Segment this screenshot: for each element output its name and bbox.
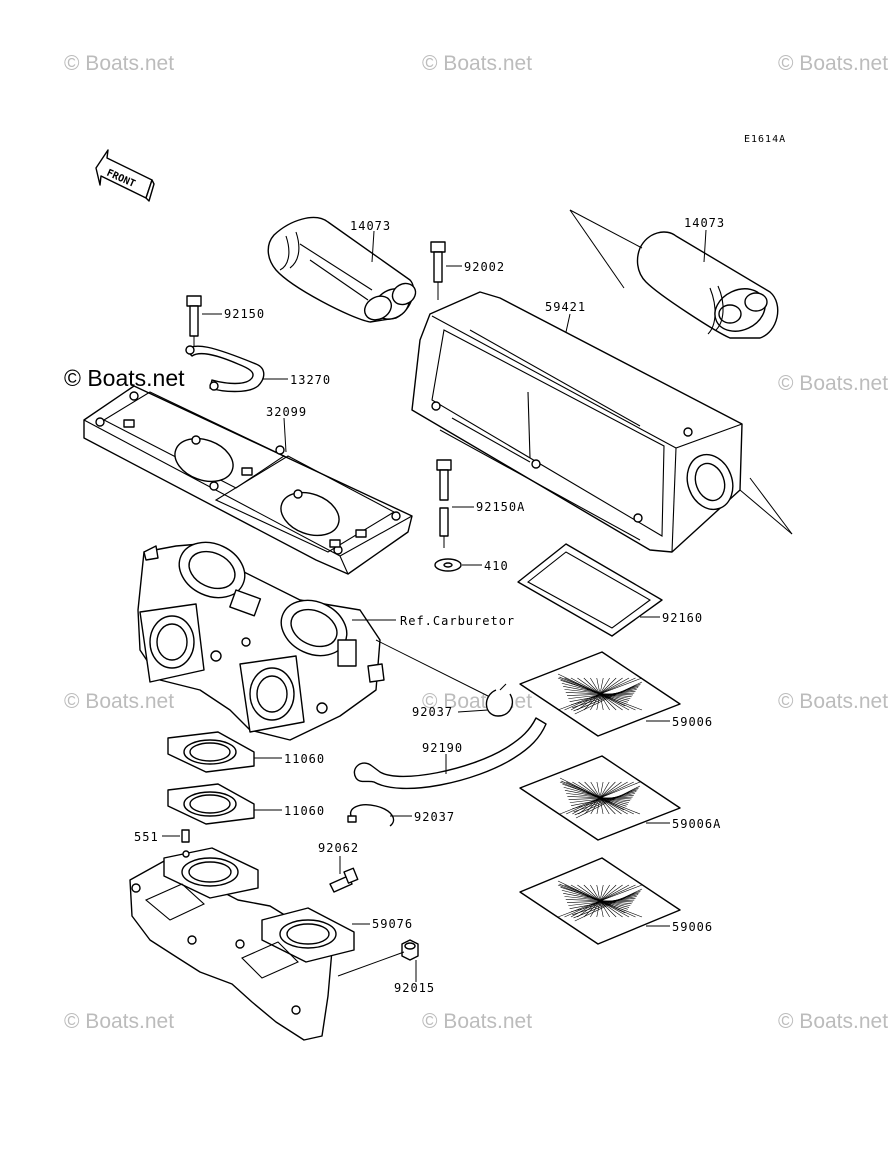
mesh-line: [561, 889, 630, 908]
part-label-59006: 59006: [672, 920, 713, 934]
mesh-line: [569, 794, 634, 803]
mesh-line: [574, 787, 639, 816]
nut-92015: [401, 939, 419, 961]
watermark: © Boats.net: [64, 1010, 174, 1033]
mesh-line: [574, 888, 643, 922]
watermark: © Boats.net: [778, 1010, 888, 1033]
mesh-line: [557, 884, 643, 918]
part-label-59006: 59006: [672, 715, 713, 729]
mesh-line: [564, 790, 629, 803]
air-box-cover: [411, 291, 743, 553]
part-label-92062: 92062: [318, 841, 359, 855]
watermark: © Boats.net: [778, 52, 888, 75]
carburetor-assembly: [137, 541, 385, 741]
part-label-92002: 92002: [464, 260, 505, 274]
mesh-line: [575, 785, 641, 819]
front-arrow-icon: FRONT: [95, 149, 155, 202]
watermark: © Boats.net: [422, 1010, 532, 1033]
mesh-line: [573, 683, 641, 712]
part-label-92150: 92150: [224, 307, 265, 321]
pin-551: [181, 829, 190, 843]
manifold-59076: [129, 847, 355, 1041]
intake-funnel-right: [636, 231, 779, 339]
watermark: © Boats.net: [422, 52, 532, 75]
diagram-code: E1614A: [744, 134, 786, 145]
fitting-92062: [329, 867, 359, 893]
mesh-line: [574, 681, 643, 715]
clamp-92037: [347, 804, 395, 827]
mesh-line: [559, 781, 641, 815]
watermark: © Boats.net: [778, 690, 888, 713]
part-label-92190: 92190: [422, 741, 463, 755]
mesh-line: [564, 689, 632, 698]
watermark: © Boats.net: [64, 690, 174, 713]
mesh-line: [569, 689, 637, 702]
part-label-551: 551: [134, 830, 159, 844]
mesh-line: [566, 793, 631, 802]
part-label-11060: 11060: [284, 752, 325, 766]
watermark: © Boats.net: [778, 372, 888, 395]
intake-funnel-left: [267, 216, 417, 323]
filter-screen-59006A: [519, 755, 681, 841]
bracket-13270: [185, 345, 265, 393]
part-label-92160: 92160: [662, 611, 703, 625]
part-label-59006A: 59006A: [672, 817, 721, 831]
part-label-32099: 32099: [266, 405, 307, 419]
clamp-92037: [485, 683, 514, 717]
gasket-11060: [167, 731, 255, 773]
gasket-92160: [517, 543, 663, 637]
mesh-line: [563, 893, 631, 906]
part-label-92015: 92015: [394, 981, 435, 995]
mesh-line: [573, 789, 638, 813]
bolt-92002: [430, 241, 446, 300]
bolt-92150: [186, 295, 202, 350]
part-label-92037: 92037: [412, 705, 453, 719]
mesh-line: [567, 899, 635, 903]
part-label-11060: 11060: [284, 804, 325, 818]
mesh-line: [567, 692, 635, 696]
mesh-line: [557, 677, 643, 711]
mesh-line: [568, 897, 636, 906]
part-label-92037: 92037: [414, 810, 455, 824]
mesh-line: [572, 892, 640, 916]
mesh-line: [563, 686, 631, 699]
part-label-13270: 13270: [290, 373, 331, 387]
watermark-overlay: © Boats.net: [64, 365, 185, 391]
part-label-14073: 14073: [684, 216, 725, 230]
base-plate-32099: [83, 385, 413, 575]
mesh-line: [571, 793, 636, 806]
watermark: © Boats.net: [64, 52, 174, 75]
hose-92190: [353, 717, 547, 790]
mesh-line: [572, 685, 640, 709]
part-label-59076: 59076: [372, 917, 413, 931]
filter-screen-59006: [519, 651, 681, 737]
bolt-92150A: [436, 459, 452, 548]
filter-screen-59006: [519, 857, 681, 945]
mesh-line: [573, 890, 641, 919]
washer-410: [434, 558, 462, 572]
mesh-line: [569, 896, 637, 909]
mesh-line: [568, 796, 633, 800]
carburetor-reference: Ref.Carburetor: [400, 614, 515, 628]
mesh-line: [565, 692, 633, 696]
mesh-line: [561, 682, 630, 701]
mesh-line: [564, 896, 632, 905]
mesh-line: [565, 899, 633, 903]
mesh-line: [567, 796, 632, 800]
part-label-410: 410: [484, 559, 509, 573]
gasket-11060: [167, 783, 255, 825]
part-label-92150A: 92150A: [476, 500, 525, 514]
mesh-line: [568, 690, 636, 699]
part-label-59421: 59421: [545, 300, 586, 314]
part-label-14073: 14073: [350, 219, 391, 233]
mesh-line: [563, 786, 628, 805]
